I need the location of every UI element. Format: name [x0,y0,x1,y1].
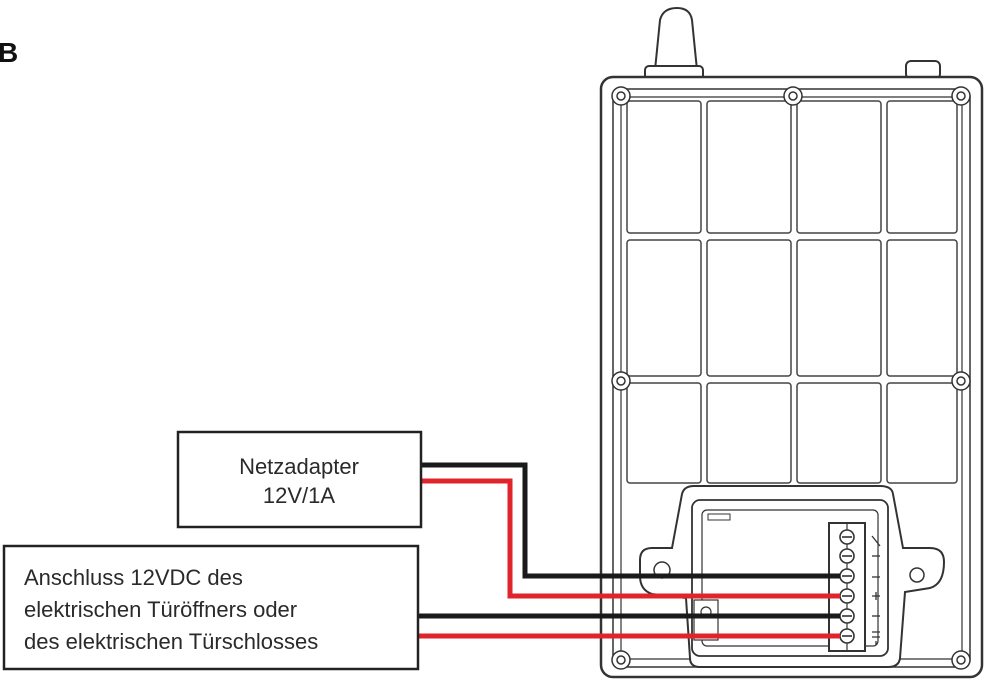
mounting-screws [611,86,971,670]
wires [418,462,840,639]
adapter-label-line1: Netzadapter [239,454,359,479]
adapter-label-line2: 12V/1A [263,483,335,508]
adapter-box: Netzadapter 12V/1A [176,430,423,529]
panel-grid [626,100,958,484]
terminal-screw-icon [839,548,855,564]
mounting-screw-icon [611,86,631,106]
terminal-screw-icon [839,568,855,584]
terminal-screw-icon [839,588,855,604]
terminal-markings [871,535,881,645]
terminal-screw-icon [839,628,855,644]
lock-connection-box: Anschluss 12VDC des elektrischen Türöffn… [2,544,420,671]
mounting-screw-icon [611,650,631,670]
wire-adapter-red [420,478,840,599]
figure-letter: B [0,37,18,68]
terminal-screw-icon [839,608,855,624]
mounting-screw-icon [783,86,803,106]
mounting-screw-icon [951,650,971,670]
antenna [644,6,704,81]
mounting-screw-icon [611,371,631,391]
mounting-screw-icon [951,371,971,391]
wire-adapter-black [420,462,840,579]
lock-label-line2: elektrischen Türöffners oder [24,597,297,622]
mounting-screw-icon [951,86,971,106]
terminal-screw-icon [839,529,855,545]
lock-label-line1: Anschluss 12VDC des [24,565,243,590]
lock-label-line3: des elektrischen Türschlosses [24,629,318,654]
